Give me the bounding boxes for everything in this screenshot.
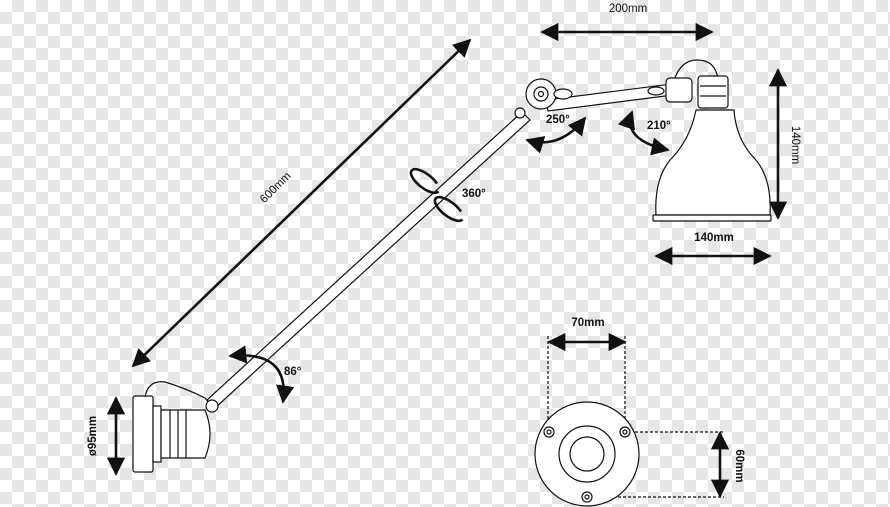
wall-mount xyxy=(132,381,219,473)
elbow-joint xyxy=(514,78,573,119)
rotation-arrow-210 xyxy=(617,110,670,156)
lamp-arm xyxy=(206,83,674,409)
label-shade-width: 140mm xyxy=(694,232,734,244)
label-base-diameter: ø95mm xyxy=(87,416,99,456)
dim-arm-length-line xyxy=(131,38,472,368)
label-shade-offset: 200mm xyxy=(609,3,647,15)
label-arm-length: 600mm xyxy=(258,170,294,206)
mounting-plate xyxy=(534,336,724,507)
label-angle-210: 210° xyxy=(647,120,671,132)
label-angle-86: 86° xyxy=(284,366,302,378)
label-plate-width: 70mm xyxy=(571,317,604,329)
label-angle-250: 250° xyxy=(546,114,570,126)
label-plate-height: 60mm xyxy=(733,449,745,482)
lamp-shade xyxy=(647,59,772,222)
rotation-arrow-250 xyxy=(525,116,587,154)
label-angle-360: 360° xyxy=(462,188,486,200)
label-shade-height: 140mm xyxy=(789,126,801,164)
